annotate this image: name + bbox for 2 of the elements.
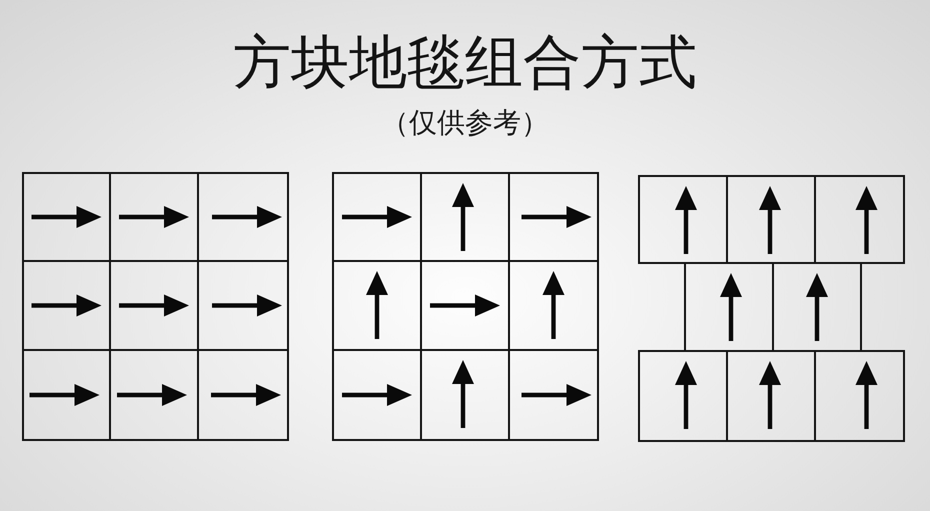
title: 方块地毯组合方式 — [233, 27, 697, 98]
note-text: （仅供参考） — [381, 106, 549, 140]
